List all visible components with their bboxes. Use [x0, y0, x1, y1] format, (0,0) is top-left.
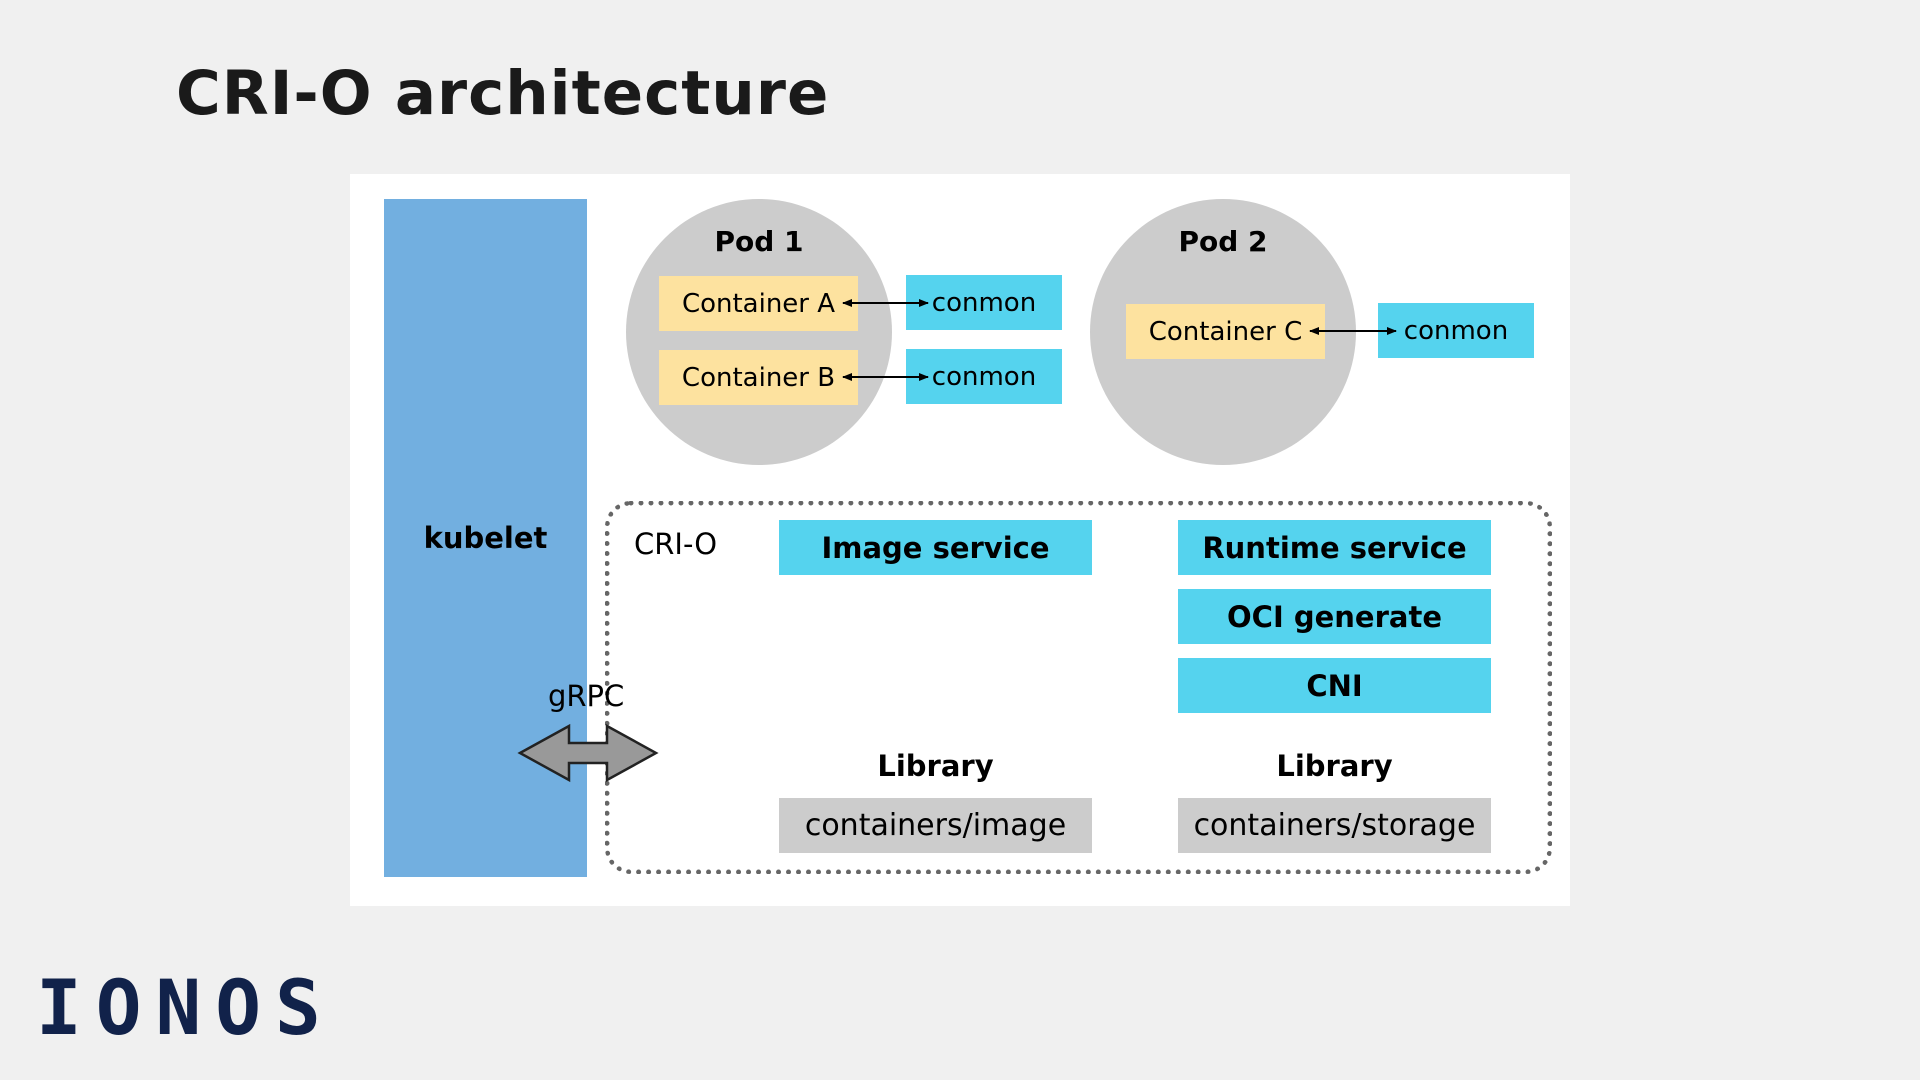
crio-label: CRI-O — [634, 527, 718, 561]
conmon-a: conmon — [906, 275, 1062, 330]
architecture-diagram: kubelet Pod 1 Container A Container B co… — [350, 174, 1570, 906]
ionos-logo: IONOS — [36, 963, 335, 1052]
pod-2-label: Pod 2 — [1178, 225, 1268, 258]
container-a-label: Container A — [681, 288, 836, 319]
kubelet-block: kubelet — [384, 199, 587, 877]
image-service-box: Image service — [779, 520, 1092, 575]
conmon-a-label: conmon — [931, 287, 1037, 318]
container-b-label: Container B — [681, 362, 836, 393]
pod-1: Pod 1 — [626, 199, 892, 465]
oci-generate-label: OCI generate — [1227, 599, 1442, 634]
containers-image-box: containers/image — [779, 798, 1092, 853]
conmon-c-label: conmon — [1403, 315, 1509, 346]
pod-1-label: Pod 1 — [714, 225, 804, 258]
conmon-b-label: conmon — [931, 361, 1037, 392]
cni-label: CNI — [1306, 668, 1363, 703]
runtime-service-label: Runtime service — [1202, 530, 1467, 565]
container-c: Container C — [1126, 304, 1325, 359]
storage-library-label-text: Library — [1276, 749, 1393, 783]
image-library-label-text: Library — [877, 749, 994, 783]
kubelet-label: kubelet — [423, 521, 548, 555]
storage-library-label: Library — [1178, 744, 1491, 788]
containers-storage-box: containers/storage — [1178, 798, 1491, 853]
image-service-label: Image service — [821, 530, 1050, 565]
container-b: Container B — [659, 350, 858, 405]
grpc-label: gRPC — [548, 679, 625, 713]
containers-image-label: containers/image — [804, 808, 1067, 843]
container-c-label: Container C — [1148, 316, 1303, 347]
connector-arrows — [517, 299, 1397, 783]
container-a: Container A — [659, 276, 858, 331]
conmon-c: conmon — [1378, 303, 1534, 358]
crio-frame — [605, 501, 1552, 874]
containers-storage-label: containers/storage — [1193, 808, 1476, 843]
conmon-b: conmon — [906, 349, 1062, 404]
oci-generate-box: OCI generate — [1178, 589, 1491, 644]
grpc-double-arrow — [517, 723, 659, 783]
image-library-label: Library — [779, 744, 1092, 788]
cni-box: CNI — [1178, 658, 1491, 713]
runtime-service-box: Runtime service — [1178, 520, 1491, 575]
page-title: CRI-O architecture — [176, 58, 830, 129]
